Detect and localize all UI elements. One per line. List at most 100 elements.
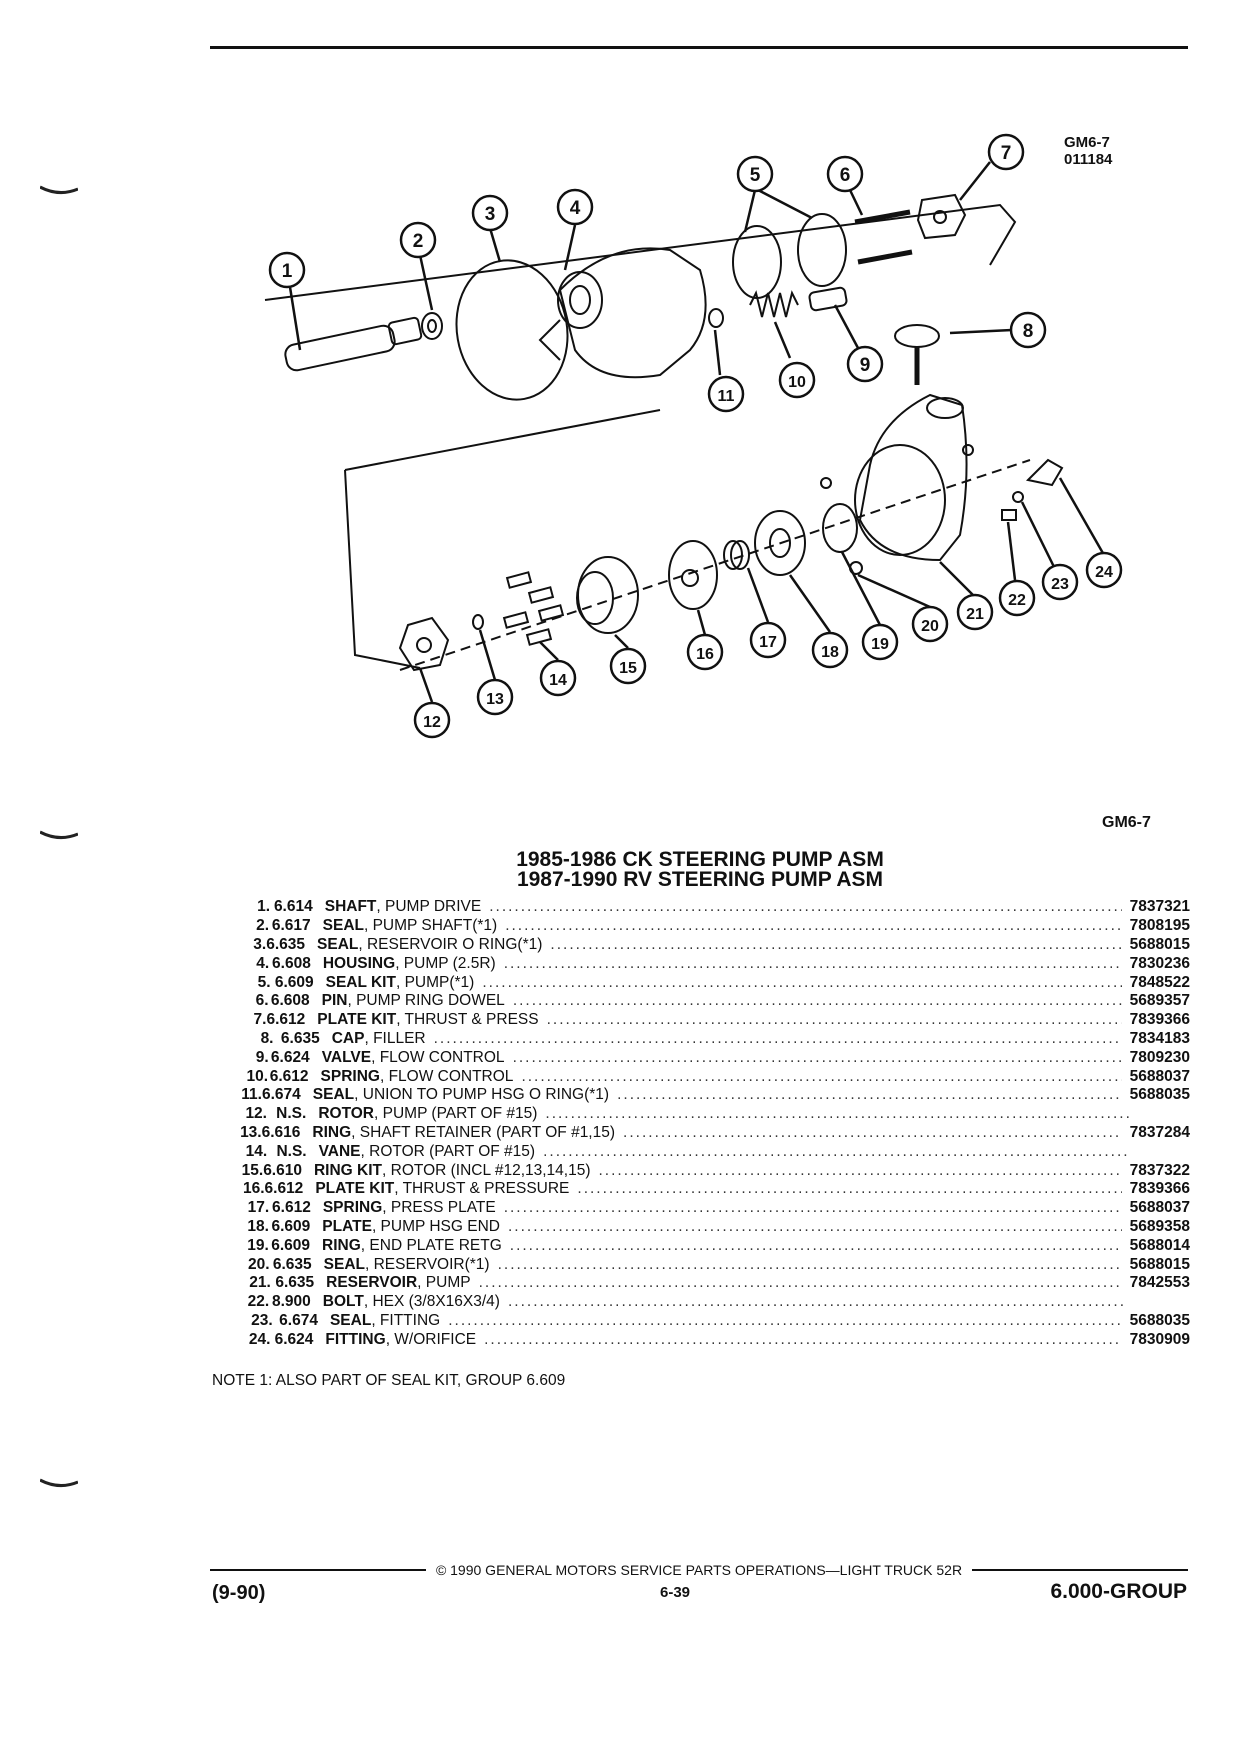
footer-date: (9-90) (212, 1582, 266, 1604)
page-number: 6-39 (660, 1584, 691, 1601)
part-description: SEAL, FITTING (330, 1312, 440, 1330)
callout-number: 18 (821, 644, 839, 661)
part-name: RESERVOIR (326, 1274, 418, 1292)
figure-code-bottom: GM6-7 (1102, 814, 1151, 831)
callout-number: 24 (1095, 564, 1113, 581)
item-number: 8. (260, 1029, 274, 1047)
part-number: 7839366 (1129, 1011, 1190, 1029)
item-number: 5. (257, 973, 271, 991)
part-number: 5689358 (1129, 1217, 1190, 1235)
part-detail: , PUMP(*1) (395, 973, 475, 991)
drive-shaft-part (284, 316, 423, 372)
assembly-title: 1985-1986 CK STEERING PUMP ASM 1987-1990… (300, 849, 1100, 890)
item-number: 9. (255, 1048, 269, 1066)
part-name: SEAL (329, 1311, 372, 1329)
callout-number: 7 (1001, 143, 1012, 164)
callout-circle (539, 659, 577, 697)
item-number: 19. (247, 1236, 269, 1254)
part-name: SPRING (322, 1199, 383, 1217)
flow-control-valve-part (808, 286, 848, 312)
callout-circle (471, 194, 509, 232)
callout-circle (749, 621, 787, 659)
part-number: 5689357 (1129, 992, 1190, 1010)
callout-number: 21 (966, 606, 984, 623)
part-detail: , ROTOR (INCL #12,13,14,15) (382, 1161, 591, 1179)
item-number: 21. (249, 1274, 271, 1292)
group-number: 6.624 (274, 1330, 314, 1348)
part-detail: , THRUST & PRESS (396, 1011, 539, 1029)
part-name: ROTOR (318, 1105, 375, 1123)
item-number: 6. (255, 992, 269, 1010)
callout-circle (609, 647, 647, 685)
footnote: NOTE 1: ALSO PART OF SEAL KIT, GROUP 6.6… (212, 1372, 566, 1389)
part-detail: , PUMP DRIVE (376, 898, 482, 916)
part-name: VALVE (321, 1048, 372, 1066)
part-name: SEAL (312, 1086, 355, 1104)
pump-housing-part (538, 247, 707, 379)
group-number: 6.674 (279, 1311, 318, 1329)
dot-leader (508, 1293, 1126, 1311)
callout-number: 2 (413, 231, 424, 252)
callout-number: 5 (750, 165, 761, 186)
dot-leader (521, 1068, 1121, 1086)
callout-number: 9 (860, 355, 871, 376)
part-number: 5688014 (1129, 1236, 1190, 1254)
part-name: SEAL (317, 935, 359, 953)
part-description: SEAL, PUMP SHAFT(*1) (323, 917, 498, 935)
part-description: RESERVOIR, PUMP (326, 1274, 470, 1292)
group-number: 6.612 (269, 1067, 309, 1085)
dot-leader (513, 992, 1122, 1010)
part-description: SPRING, PRESS PLATE (323, 1199, 496, 1217)
callout-circle (1009, 311, 1047, 349)
part-detail: , RESERVOIR O RING(*1) (358, 935, 543, 953)
item-number: 10. (246, 1067, 269, 1085)
item-number: 13. (240, 1123, 262, 1141)
part-description: VANE, ROTOR (PART OF #15) (319, 1143, 535, 1161)
figure-code-text: GM6-7 (1064, 134, 1110, 151)
callout-circle (556, 188, 594, 226)
callout-circle (736, 155, 774, 193)
group-number: 6.610 (263, 1161, 302, 1179)
part-number: 7808195 (1129, 917, 1190, 935)
part-number: 5688035 (1129, 1311, 1190, 1329)
leader-lines (288, 161, 1106, 703)
dot-leader (508, 1218, 1122, 1236)
part-description: SPRING, FLOW CONTROL (321, 1068, 514, 1086)
part-number: 7842553 (1129, 1274, 1191, 1292)
part-description: FITTING, W/ORIFICE (325, 1331, 476, 1349)
dot-leader (577, 1180, 1121, 1198)
group-number: 6.608 (272, 954, 311, 972)
callout-number: 17 (759, 634, 777, 651)
group-number: 6.614 (273, 898, 313, 916)
footer-copyright-line: © 1990 GENERAL MOTORS SERVICE PARTS OPER… (210, 1562, 1189, 1578)
part-detail: , FILLER (364, 1029, 426, 1047)
part-name: CAP (331, 1029, 365, 1047)
group-number: 6.609 (271, 1217, 311, 1235)
dot-leader (448, 1312, 1120, 1330)
part-detail: , FITTING (371, 1311, 441, 1329)
item-number: 3. (253, 935, 267, 953)
part-number: 7834183 (1129, 1029, 1190, 1047)
item-number: 4. (256, 954, 270, 972)
item-number: 17. (247, 1199, 270, 1217)
part-description: RING, END PLATE RETG (322, 1237, 502, 1255)
dot-leader (550, 936, 1121, 954)
part-description: SHAFT, PUMP DRIVE (325, 898, 481, 916)
footer-group: 6.000-GROUP (1050, 1580, 1187, 1603)
rotor-vanes-part (502, 571, 565, 646)
parts-row: 12.N.S.ROTOR, PUMP (PART OF #15) (230, 1105, 1190, 1124)
callout-circle (956, 593, 994, 631)
item-number: 16. (242, 1180, 265, 1198)
callout-circle (778, 361, 816, 399)
dot-leader (617, 1086, 1122, 1104)
callout-circle (268, 251, 306, 289)
